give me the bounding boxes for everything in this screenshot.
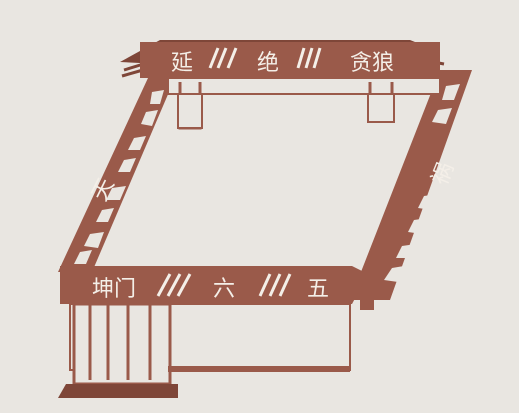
top-label-3: 贪狼	[350, 51, 394, 76]
bottom-label-3: 五	[307, 277, 329, 302]
bottom-label-2: 六	[213, 277, 235, 302]
top-label-2: 绝	[257, 51, 279, 76]
top-label-1: 延	[171, 51, 193, 76]
right-post: 祸	[350, 70, 472, 300]
bottom-beam: 坤门 六 五	[58, 266, 374, 398]
gate-posts	[88, 304, 152, 380]
bottom-label-1: 坤门	[92, 277, 136, 302]
top-beam: 延 绝 贪狼	[120, 40, 445, 130]
left-post: 天	[58, 78, 175, 272]
slash-ornament-icon	[208, 47, 322, 69]
slash-ornament-icon	[156, 273, 292, 297]
stone-pattern-icon	[74, 90, 164, 264]
stone-pattern-icon	[384, 84, 460, 282]
